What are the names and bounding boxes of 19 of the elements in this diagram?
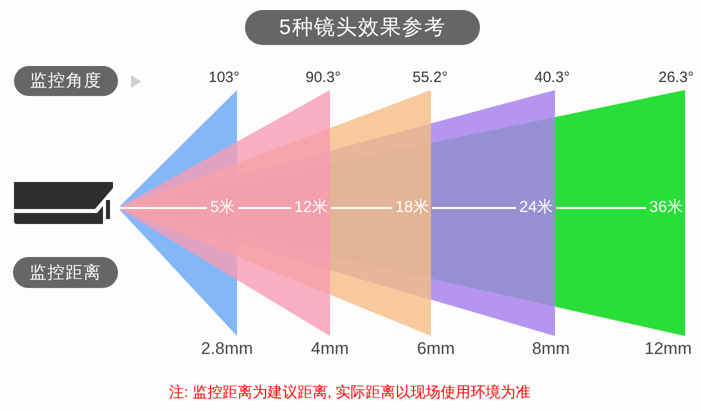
category-tag: 监控距离 (13, 257, 118, 288)
distance-label: 18米 (395, 199, 429, 217)
focal-length-label: 12mm (644, 339, 692, 359)
angle-label: 26.3° (658, 69, 694, 87)
distance-label: 24米 (519, 199, 553, 217)
focal-length-label: 2.8mm (201, 339, 253, 359)
distance-label: 36米 (649, 199, 683, 217)
title-banner: 5种镜头效果参考 (245, 10, 480, 45)
angle-label: 90.3° (306, 69, 341, 87)
focal-length-label: 8mm (532, 339, 570, 359)
angle-label: 103° (208, 69, 240, 87)
footnote: 注: 监控距离为建议距离, 实际距离以现场使用环境为准 (169, 383, 531, 402)
distance-label: 12米 (294, 199, 328, 217)
angle-label: 55.2° (412, 69, 448, 87)
category-tag: 监控角度 (14, 66, 118, 96)
angle-label: 40.3° (534, 69, 570, 87)
focal-length-label: 4mm (311, 339, 349, 359)
focal-length-label: 6mm (417, 339, 455, 359)
distance-label: 5米 (210, 199, 235, 217)
